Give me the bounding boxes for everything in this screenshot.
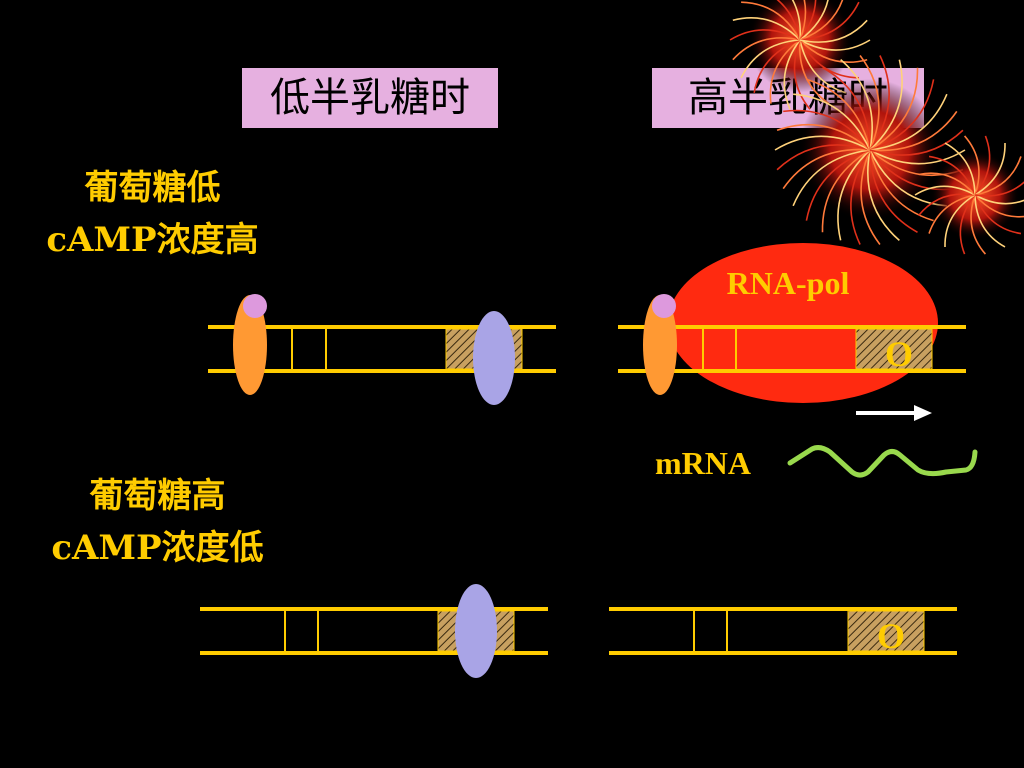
- firework-streak: [850, 149, 871, 245]
- firework-streak: [793, 39, 811, 110]
- firework-streak: [974, 143, 1006, 196]
- firework-streak: [799, 0, 807, 41]
- operator-label: O: [885, 334, 913, 374]
- dna-strand-bottom-right: [609, 607, 957, 655]
- firework-streak: [806, 78, 871, 151]
- firework-streak: [974, 194, 1024, 205]
- condition-label-bottom: 葡萄糖高 cAMP浓度低: [35, 470, 280, 574]
- firework-streak: [782, 148, 871, 190]
- fireworks-image: [729, 0, 1024, 255]
- condition-top-line2: cAMP浓度高: [46, 220, 259, 260]
- firework-streak: [944, 194, 976, 247]
- firework-streak: [776, 124, 871, 151]
- rna-pol-label: RNA-pol: [727, 265, 850, 301]
- firework-streak: [869, 55, 890, 151]
- firework-streak: [860, 149, 881, 245]
- firework-streak: [963, 135, 980, 196]
- condition-bottom-line1: 葡萄糖高: [89, 476, 226, 516]
- transcription-arrow-icon: [856, 405, 932, 421]
- firework-streak: [970, 194, 987, 255]
- firework-streak: [822, 67, 871, 151]
- firework-streak: [776, 144, 871, 171]
- firework-streak: [776, 0, 801, 41]
- firework-streak: [799, 0, 817, 41]
- camp-molecule: [243, 294, 267, 318]
- firework-streak: [859, 55, 880, 151]
- firework-streak: [867, 149, 900, 241]
- firework-streak: [869, 129, 964, 156]
- condition-label-top: 葡萄糖低 cAMP浓度高: [30, 162, 275, 266]
- firework-streak: [918, 172, 976, 196]
- firework-streak: [917, 193, 976, 217]
- operator-label: O: [877, 616, 905, 656]
- firework-streak: [793, 93, 871, 151]
- mrna-label: mRNA: [655, 445, 751, 481]
- firework-streak: [837, 149, 871, 241]
- firework-streak: [732, 17, 801, 41]
- operator-region: [847, 610, 925, 652]
- firework-streak: [869, 59, 903, 151]
- dna-strand-top-right: [618, 325, 966, 373]
- condition-bottom-line2: cAMP浓度低: [51, 528, 264, 568]
- header-low-lactose: 低半乳糖时: [242, 68, 498, 128]
- firework-streak: [799, 39, 868, 63]
- firework-streak: [783, 109, 871, 151]
- repressor-protein: [473, 311, 515, 405]
- firework-streak: [799, 19, 868, 43]
- firework-streak: [799, 39, 859, 79]
- firework-streak: [840, 59, 873, 151]
- mrna-strand: [787, 445, 978, 478]
- firework-streak: [869, 149, 918, 233]
- firework-streak: [799, 1, 860, 41]
- firework-streak: [928, 194, 976, 234]
- firework-streak: [928, 155, 976, 196]
- firework-streak: [869, 149, 934, 222]
- firework-streak: [799, 0, 844, 41]
- operator-region: [855, 328, 933, 370]
- firework-streak: [729, 29, 801, 41]
- firework-streak: [944, 142, 976, 196]
- firework-streak: [774, 135, 871, 151]
- firework-streak: [974, 135, 991, 196]
- firework-streak: [974, 194, 1024, 218]
- firework-streak: [791, 0, 802, 41]
- camp-molecule: [652, 294, 676, 318]
- firework-streak: [869, 93, 948, 151]
- firework-streak: [783, 39, 801, 110]
- firework-streak: [740, 39, 801, 79]
- firework-streak: [753, 39, 801, 94]
- firework-streak: [974, 194, 1022, 235]
- firework-streak: [805, 149, 871, 221]
- firework-streak: [799, 0, 829, 41]
- firework-streak: [799, 39, 871, 51]
- firework-streak: [959, 194, 976, 255]
- firework-streak: [869, 79, 935, 151]
- condition-top-line1: 葡萄糖低: [84, 168, 221, 208]
- repressor-protein: [455, 584, 497, 678]
- firework-streak: [869, 67, 919, 151]
- firework-streak: [732, 37, 801, 61]
- firework-streak: [769, 39, 801, 104]
- firework-streak: [821, 149, 871, 233]
- firework-streak: [914, 185, 976, 196]
- firework-streak: [974, 194, 1006, 248]
- cap-protein: [233, 295, 267, 395]
- firework-streak: [792, 149, 871, 207]
- firework-streak: [974, 181, 1024, 197]
- cap-protein: [643, 295, 677, 395]
- firework-streak: [741, 1, 801, 41]
- firework-streak: [974, 156, 1022, 196]
- firework-streak: [869, 110, 958, 152]
